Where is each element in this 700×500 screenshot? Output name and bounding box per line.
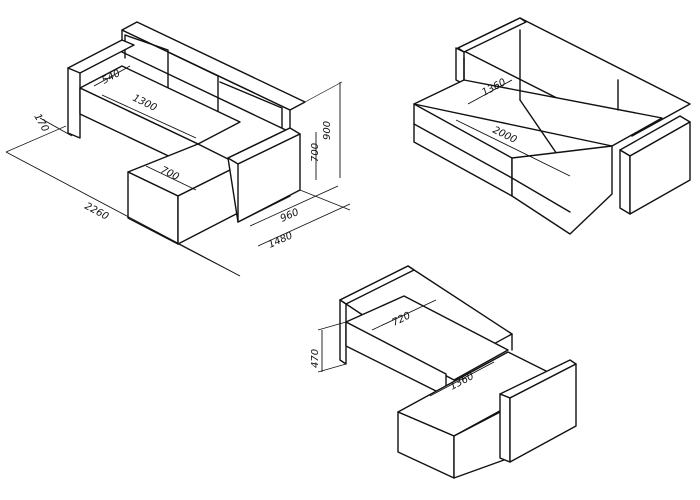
ext-line-2260-right [177,243,241,277]
dim-line-2000 [455,119,571,177]
bed-front-seam-1 [413,123,513,179]
sofa3-right-arm-front [499,393,511,463]
sofa3-left-arm [339,299,347,365]
ext-line-2260-left [5,125,67,153]
sofa3-right-arm-side [509,363,577,463]
dim-line-1480 [257,203,351,247]
bed-right-arm-side [629,121,691,215]
sofa1-left-arm-top [67,39,135,74]
sofa1-back-cushion-2 [167,51,219,114]
bed-mattress-top [413,79,663,147]
dim-label-960: 960 [279,207,301,225]
view-unfolded-bed: 1360 2000 [413,17,691,235]
dim-line-1300 [101,94,197,139]
dim-label-700-height: 700 [310,143,321,162]
dim-line-2260 [5,151,241,277]
bed-front-seam-2 [511,177,571,213]
dim-label-1480: 1480 [267,230,295,250]
dim-line-960 [249,185,339,227]
sofa1-back-cushion-3 [219,81,283,129]
dim-label-170: 170 [31,112,50,134]
dim-line-540 [93,65,131,87]
dim-line-700-seat [145,165,197,191]
dim-label-2260: 2260 [83,201,111,223]
view-corner-sofa: 540 1300 170 2260 700 700 900 960 1480 [5,21,351,277]
dim-label-900: 900 [322,121,333,140]
ext-line-900-top [304,81,343,103]
bed-left-arm [455,47,465,85]
ext-line-470-top [317,321,347,331]
bed-front-right [511,145,613,235]
dim-line-1360-bed [467,79,513,105]
ext-line-1480 [299,189,351,211]
dim-line-170 [39,117,73,137]
bed-right-arm-face [619,149,631,215]
dim-line-1360-chaise [429,361,495,397]
view-corner-sofa-back: 720 470 1360 [310,265,577,479]
sofa1-left-arm [67,62,81,139]
dim-label-2000: 2000 [491,125,519,146]
ext-line-470-bottom [317,363,347,373]
dim-label-470: 470 [310,349,321,368]
dim-line-720 [371,299,437,331]
